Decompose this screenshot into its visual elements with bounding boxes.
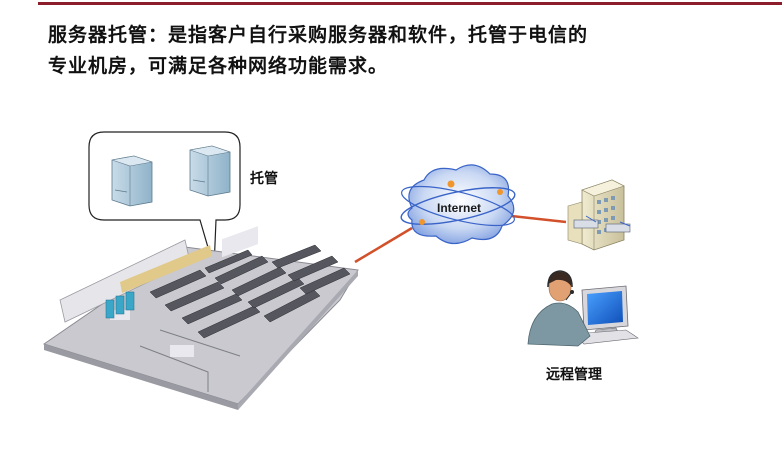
cyan-cabinets bbox=[105, 291, 135, 319]
room-walls bbox=[139, 329, 241, 392]
office-building-icon bbox=[567, 179, 631, 251]
rack-highlights bbox=[110, 226, 258, 357]
server-icon bbox=[111, 155, 153, 207]
hosted-servers-callout bbox=[88, 131, 241, 269]
computer-monitor-icon bbox=[573, 285, 639, 345]
hosting-label: 托管 bbox=[250, 171, 278, 187]
slide-headline: 服务器托管：是指客户自行采购服务器和软件，托管于电信的 专业机房，可满足各种网络… bbox=[48, 20, 748, 82]
top-accent-rule bbox=[38, 2, 782, 5]
server-icon bbox=[189, 145, 231, 197]
internet-building-link bbox=[501, 213, 567, 224]
internet-cloud: Internet bbox=[400, 164, 516, 245]
headline-line-1: 服务器托管：是指客户自行采购服务器和软件，托管于电信的 bbox=[48, 24, 589, 46]
headline-line-2: 专业机房，可满足各种网络功能需求。 bbox=[48, 55, 389, 77]
internet-label: Internet bbox=[437, 201, 481, 215]
network-equipment-icon bbox=[573, 215, 631, 233]
datacenter-internet-link bbox=[354, 226, 413, 264]
server-rack-rows bbox=[149, 244, 351, 339]
remote-admin-icon bbox=[527, 270, 639, 347]
person-icon bbox=[527, 270, 591, 347]
datacenter-room bbox=[42, 226, 359, 410]
remote-management-label: 远程管理 bbox=[546, 367, 602, 383]
